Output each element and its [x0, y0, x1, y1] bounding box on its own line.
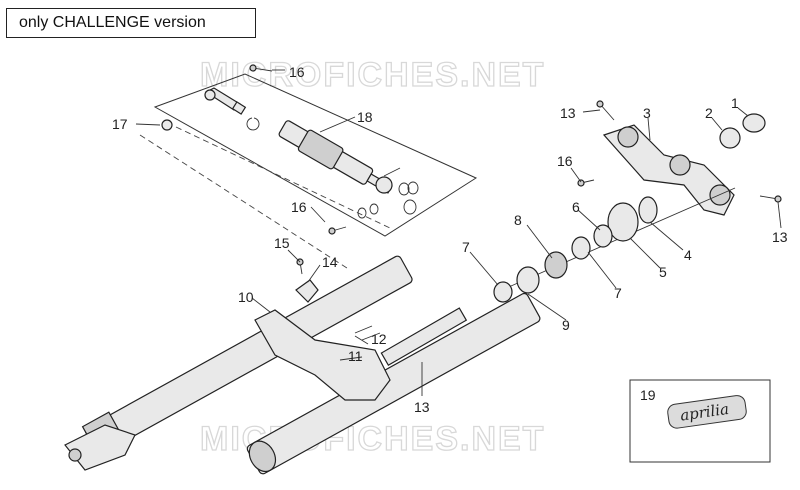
bearing-stack — [493, 196, 658, 303]
callout-17: 17 — [112, 116, 128, 132]
front-fork — [64, 255, 541, 475]
guide-dash-1 — [139, 134, 351, 271]
callout-11: 11 — [348, 348, 363, 364]
version-note-text: only CHALLENGE version — [19, 14, 206, 31]
callout-6: 6 — [572, 199, 580, 215]
badge-panel: 19 aprilia — [629, 379, 771, 463]
callout-9: 9 — [562, 317, 570, 333]
steering-damper — [161, 87, 419, 219]
cap-nut-1 — [742, 113, 766, 133]
callout-8: 8 — [514, 212, 522, 228]
callout-7a: 7 — [462, 239, 470, 255]
callout-10: 10 — [238, 289, 254, 305]
top-triple-clamp — [602, 124, 735, 216]
callout-13a: 13 — [560, 105, 576, 121]
version-note-box: only CHALLENGE version — [6, 8, 256, 38]
callout-5: 5 — [659, 264, 667, 280]
nut-2 — [719, 127, 741, 149]
damper-kit-panel — [153, 73, 478, 237]
leader-lines — [135, 69, 782, 396]
callout-19: 19 — [640, 387, 656, 403]
callout-16a: 16 — [289, 64, 305, 80]
aprilia-badge — [667, 395, 747, 429]
callout-16c: 16 — [557, 153, 573, 169]
callout-2: 2 — [705, 105, 713, 121]
callout-14: 14 — [322, 254, 338, 270]
callout-16b: 16 — [291, 199, 307, 215]
watermark-top: MICROFICHES.NET — [200, 56, 545, 94]
callout-labels: 16 17 18 16 13 3 2 1 16 13 6 8 7 4 5 7 9… — [112, 64, 788, 415]
callout-13c: 13 — [414, 399, 430, 415]
callout-4: 4 — [684, 247, 692, 263]
callout-18: 18 — [357, 109, 373, 125]
callout-1: 1 — [731, 95, 739, 111]
callout-13b: 13 — [772, 229, 788, 245]
callout-3: 3 — [643, 105, 651, 121]
callout-12: 12 — [371, 331, 387, 347]
callout-15: 15 — [274, 235, 290, 251]
callout-7b: 7 — [614, 285, 622, 301]
bolts — [249, 64, 782, 341]
